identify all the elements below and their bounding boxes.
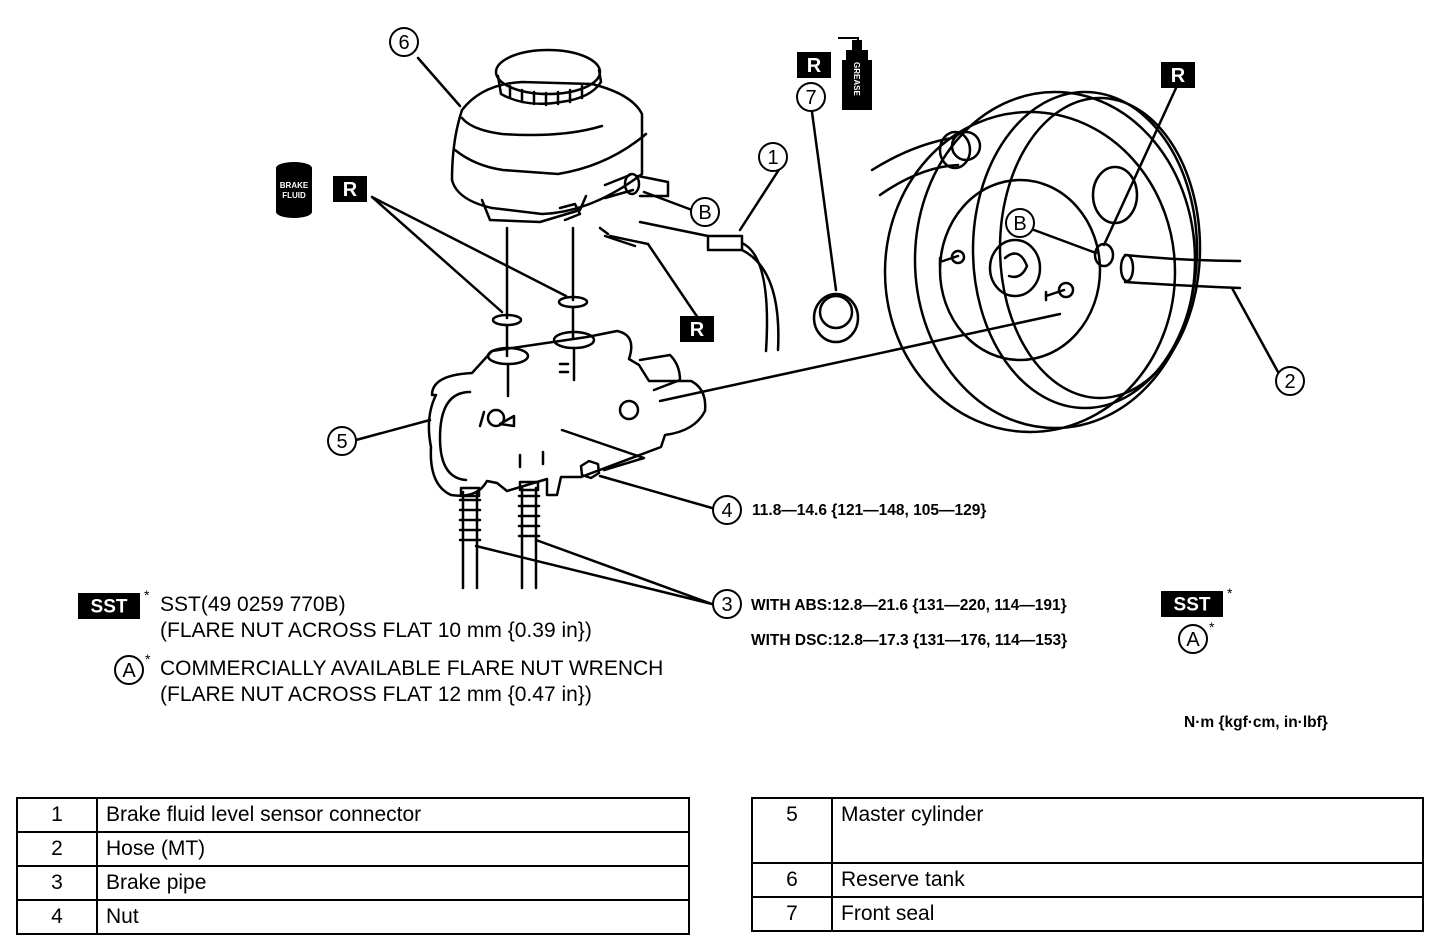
replace-badge-front-seal: R xyxy=(807,55,822,77)
reserve-tank xyxy=(450,48,670,248)
table-row: 4 Nut xyxy=(16,899,690,935)
sst-badge-abs-label: SST xyxy=(1174,595,1211,616)
torque-dsc: WITH DSC:12.8—17.3 {131—176, 114—153} xyxy=(751,632,1067,649)
table-row: 3 Brake pipe xyxy=(16,865,690,901)
note-a-line2: (FLARE NUT ACROSS FLAT 12 mm {0.47 in}) xyxy=(160,683,592,706)
nut xyxy=(579,459,601,480)
part-name: Brake pipe xyxy=(96,865,690,901)
part-name: Reserve tank xyxy=(831,862,1424,898)
callout-b-booster: B xyxy=(1013,213,1026,235)
parts-table-right: 5 Master cylinder 6 Reserve tank 7 Front… xyxy=(751,797,1424,932)
part-number: 6 xyxy=(751,862,833,898)
callout-a-dsc: A xyxy=(1186,629,1200,651)
note-a-line1: COMMERCIALLY AVAILABLE FLARE NUT WRENCH xyxy=(160,657,663,680)
replace-badge-clamp: R xyxy=(1171,65,1186,87)
replace-badge-pin: R xyxy=(690,319,705,341)
front-seal xyxy=(812,292,860,344)
asterisk-a-note: * xyxy=(145,651,151,667)
part-name: Brake fluid level sensor connector xyxy=(96,797,690,833)
part-name: Hose (MT) xyxy=(96,831,690,867)
brake-fluid-label-1: BRAKE xyxy=(280,181,309,190)
grease-can-icon xyxy=(838,37,872,110)
torque-nut: 11.8—14.6 {121—148, 105—129} xyxy=(752,502,986,519)
brake-booster xyxy=(870,90,1242,434)
part-name: Master cylinder xyxy=(831,797,1424,864)
callout-7: 7 xyxy=(805,87,816,109)
part-name: Nut xyxy=(96,899,690,935)
callout-5: 5 xyxy=(336,431,347,453)
sst-badge-note xyxy=(78,593,140,619)
parts-table-left: 1 Brake fluid level sensor connector 2 H… xyxy=(16,797,690,935)
callout-6: 6 xyxy=(398,32,409,54)
sensor-connector xyxy=(638,220,780,353)
master-cylinder xyxy=(427,329,707,497)
torque-abs: WITH ABS:12.8—21.6 {131—220, 114—191} xyxy=(751,597,1067,614)
part-number: 5 xyxy=(751,797,833,864)
replace-badge-seals: R xyxy=(343,179,358,201)
table-row: 1 Brake fluid level sensor connector xyxy=(16,797,690,833)
sst-badge-note-label: SST xyxy=(91,597,128,618)
asterisk-sst-abs: * xyxy=(1227,585,1233,601)
part-number: 2 xyxy=(16,831,98,867)
callout-2: 2 xyxy=(1284,371,1295,393)
callout-1: 1 xyxy=(767,147,778,169)
callout-4: 4 xyxy=(721,500,732,522)
grease-label: GREASE xyxy=(852,62,861,96)
callout-b-tank: B xyxy=(698,202,711,224)
replace-badges xyxy=(333,52,1195,342)
brake-fluid-can-icon xyxy=(276,162,312,218)
sst-badge-abs xyxy=(1161,591,1223,617)
torque-units: N·m {kgf·cm, in·lbf} xyxy=(1184,714,1328,731)
table-row: 5 Master cylinder xyxy=(751,797,1424,864)
note-sst-line1: SST(49 0259 770B) xyxy=(160,593,346,616)
table-row: 6 Reserve tank xyxy=(751,862,1424,898)
brake-pipes xyxy=(458,480,541,590)
part-name: Front seal xyxy=(831,896,1424,932)
note-sst-line2: (FLARE NUT ACROSS FLAT 10 mm {0.39 in}) xyxy=(160,619,592,642)
part-number: 4 xyxy=(16,899,98,935)
table-row: 7 Front seal xyxy=(751,896,1424,932)
asterisk-a-dsc: * xyxy=(1209,619,1215,635)
callout-a-note: A xyxy=(122,660,136,682)
brake-fluid-label-2: FLUID xyxy=(282,191,306,200)
asterisk-sst-note: * xyxy=(144,587,150,603)
table-row: 2 Hose (MT) xyxy=(16,831,690,867)
part-number: 7 xyxy=(751,896,833,932)
part-number: 3 xyxy=(16,865,98,901)
callout-3: 3 xyxy=(721,594,732,616)
part-number: 1 xyxy=(16,797,98,833)
